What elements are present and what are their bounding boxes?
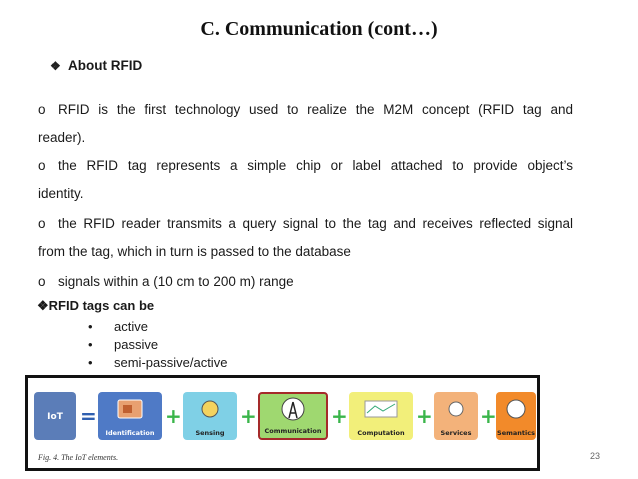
dot-bullet-icon: •: [88, 319, 93, 334]
rfid-card-icon: [117, 399, 143, 419]
circle-bullet-icon: o: [38, 158, 46, 173]
rfid-tags-heading: ❖RFID tags can be: [37, 298, 154, 314]
paragraph-line: o the RFID tag represents a simple chip o…: [38, 152, 573, 180]
dot-bullet-icon: •: [88, 355, 93, 370]
circle-bullet-icon: o: [38, 216, 46, 231]
paragraph-3: o the RFID reader transmits a query signa…: [38, 210, 573, 266]
sensing-label: Sensing: [195, 429, 225, 437]
figure-caption: Fig. 4. The IoT elements.: [38, 453, 119, 462]
plus-icon: +: [165, 404, 182, 428]
identification-label: Identification: [105, 429, 155, 437]
data-processing-icon: [364, 400, 398, 418]
paragraph-4: o signals within a (10 cm to 200 m) range: [38, 268, 573, 296]
services-icon: [448, 401, 464, 417]
dot-bullet-icon: •: [88, 337, 93, 352]
circle-bullet-icon: o: [38, 274, 46, 289]
paragraph-text: the RFID tag represents a simple chip or…: [58, 158, 573, 173]
diamond-bullet-icon: ❖: [37, 298, 49, 313]
computation-box: Computation: [349, 392, 413, 440]
page-title: C. Communication (cont…): [200, 18, 438, 40]
iot-elements-row: IoT = Identification + Sensing + Communi…: [34, 386, 536, 444]
sensing-box: Sensing: [183, 392, 237, 440]
communication-box: Communication: [258, 392, 328, 440]
paragraph-1: o RFID is the first technology used to re…: [38, 96, 573, 152]
identification-box: Identification: [98, 392, 162, 440]
paragraph-text: signals within a (10 cm to 200 m) range: [58, 274, 294, 289]
list-item: • semi-passive/active: [88, 354, 227, 372]
plus-icon: +: [480, 404, 497, 428]
plus-icon: +: [240, 404, 257, 428]
plus-icon: +: [331, 404, 348, 428]
list-item-label: passive: [114, 337, 159, 352]
antenna-tower-icon: [281, 397, 305, 421]
paragraph-text: RFID is the first technology used to rea…: [58, 102, 573, 117]
rfid-tags-label: RFID tags can be: [48, 298, 155, 313]
semantics-label: Semantics: [497, 429, 535, 437]
iot-box: IoT: [34, 392, 76, 440]
list-item-label: active: [114, 319, 148, 334]
services-box: Services: [434, 392, 478, 440]
services-label: Services: [440, 429, 472, 437]
paragraph-2: o the RFID tag represents a simple chip o…: [38, 152, 573, 208]
circle-bullet-icon: o: [38, 102, 46, 117]
iot-box-label: IoT: [47, 412, 63, 422]
plus-icon: +: [416, 404, 433, 428]
paragraph-line: o the RFID reader transmits a query signa…: [38, 210, 573, 238]
diamond-bullet-icon: ❖: [50, 59, 61, 73]
paragraph-line: o RFID is the first technology used to re…: [38, 96, 573, 124]
computation-label: Computation: [357, 429, 405, 437]
paragraph-line: identity.: [38, 186, 84, 201]
about-rfid-label: About RFID: [68, 58, 143, 73]
tag-types-list: • active • passive • semi-passive/active: [88, 318, 227, 372]
paragraph-line: o signals within a (10 cm to 200 m) range: [38, 268, 573, 296]
equals-icon: =: [80, 404, 97, 428]
iot-elements-figure: IoT = Identification + Sensing + Communi…: [25, 375, 540, 471]
list-item: • active: [88, 318, 227, 336]
paragraph-line: reader).: [38, 130, 86, 145]
list-item: • passive: [88, 336, 227, 354]
paragraph-line: from the tag, which in turn is passed to…: [38, 244, 351, 259]
semantics-box: Semantics: [496, 392, 536, 440]
about-rfid-heading: ❖ About RFID: [50, 58, 142, 73]
page-number: 23: [589, 451, 600, 461]
paragraph-text: the RFID reader transmits a query signal…: [58, 216, 573, 231]
sensor-icon: [201, 400, 219, 418]
semantic-network-icon: [506, 399, 526, 419]
list-item-label: semi-passive/active: [114, 355, 228, 370]
communication-label: Communication: [264, 427, 322, 435]
